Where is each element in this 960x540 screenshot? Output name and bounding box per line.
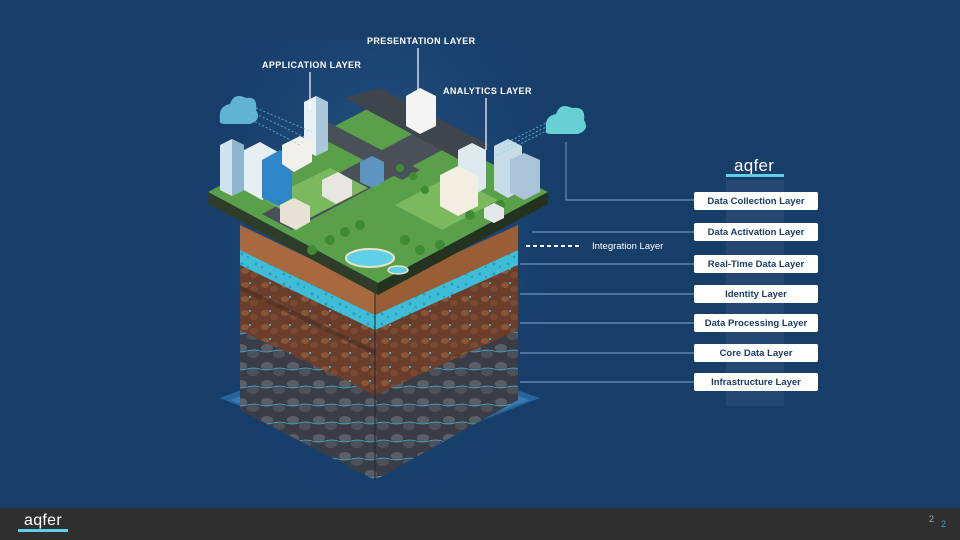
layer-box-identity: Identity Layer xyxy=(694,285,818,303)
presentation-layer-label: PRESENTATION LAYER xyxy=(367,36,476,46)
footer-bar xyxy=(0,508,960,540)
layer-connectors xyxy=(520,142,694,383)
layer-box-core-data: Core Data Layer xyxy=(694,344,818,362)
soil-layers-left xyxy=(240,225,375,480)
aqfer-logo-accent xyxy=(726,174,784,177)
layer-box-real-time-data: Real-Time Data Layer xyxy=(694,255,818,273)
layer-box-data-collection: Data Collection Layer xyxy=(694,192,818,210)
top-label-connectors xyxy=(309,48,487,150)
left-cloud-icon xyxy=(219,96,313,146)
analytics-layer-label: ANALYTICS LAYER xyxy=(443,86,532,96)
integration-layer-label: Integration Layer xyxy=(592,241,664,252)
layer-box-data-processing: Data Processing Layer xyxy=(694,314,818,332)
aqfer-logo: aqfer xyxy=(734,156,775,175)
trees xyxy=(307,164,505,255)
right-cloud-icon xyxy=(495,106,586,157)
page-number: 2 xyxy=(929,514,935,524)
layer-box-infrastructure: Infrastructure Layer xyxy=(694,373,818,391)
page-number-secondary: 2 xyxy=(941,519,947,529)
layer-box-data-activation: Data Activation Layer xyxy=(694,223,818,241)
footer-logo-accent xyxy=(18,529,68,532)
application-layer-label: APPLICATION LAYER xyxy=(262,60,362,70)
soil-layers-right xyxy=(374,225,518,480)
footer-aqfer-logo: aqfer xyxy=(24,512,62,529)
